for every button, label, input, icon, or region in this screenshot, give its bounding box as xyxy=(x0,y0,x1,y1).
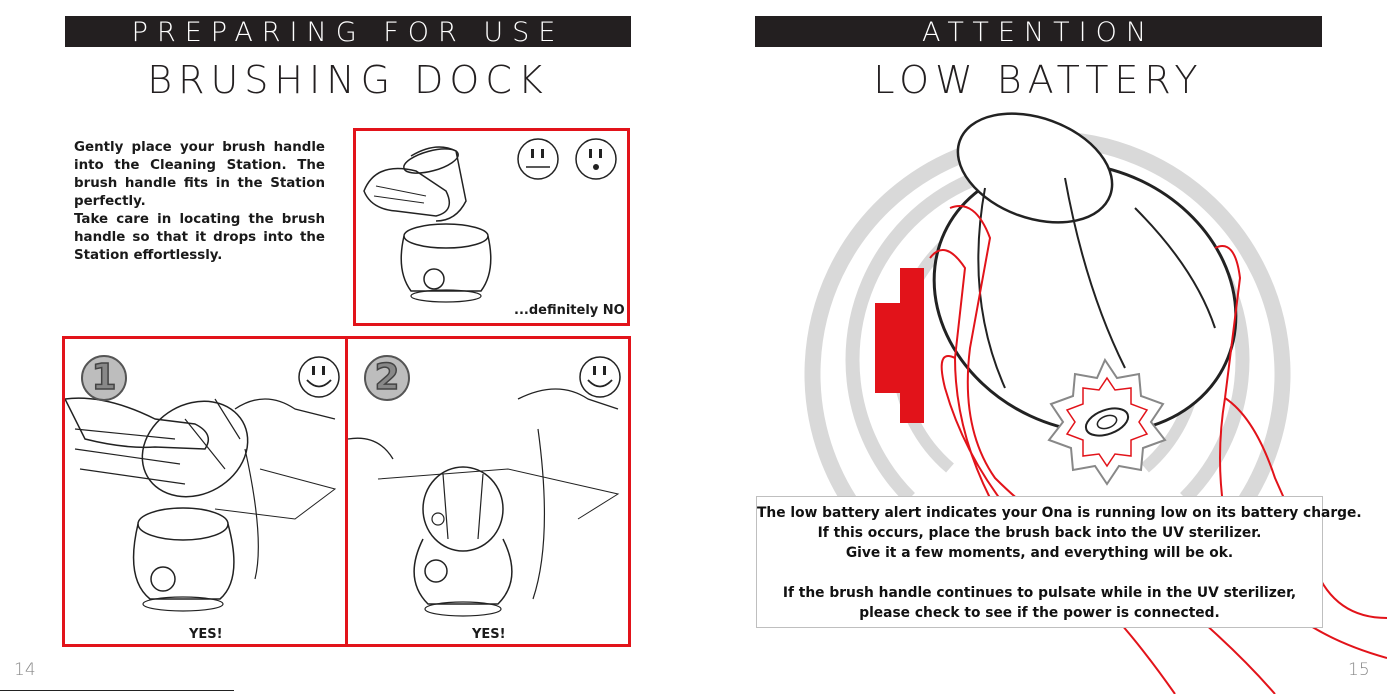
low-battery-notice: The low battery alert indicates your Ona… xyxy=(756,496,1362,628)
instruction-paragraph-2: Take care in locating the brush handle s… xyxy=(74,212,325,263)
step-1-illustration xyxy=(65,397,337,612)
page-title-left: BRUSHING DOCK xyxy=(147,58,549,102)
step-2-illustration xyxy=(348,388,620,617)
notice-line-3: Give it a few moments, and everything wi… xyxy=(845,545,1234,561)
step-2-number-badge: 2 xyxy=(364,355,410,401)
wrong-placement-panel xyxy=(353,128,630,326)
step-1-caption: YES! xyxy=(189,627,223,642)
wrong-placement-illustration xyxy=(363,146,492,303)
header-bar-left: PREPARING FOR USE xyxy=(65,16,631,48)
footnote-rule xyxy=(0,690,234,691)
low-battery-illustration xyxy=(804,112,1387,694)
shocked-face-icon xyxy=(575,138,617,180)
step-1-number-badge: 1 xyxy=(81,355,127,401)
page-number-right: 15 xyxy=(1348,660,1370,680)
page-title-right: LOW BATTERY xyxy=(873,58,1204,102)
notice-line-4: If the brush handle continues to pulsate… xyxy=(782,585,1297,601)
step-1-panel: 1 xyxy=(62,336,348,647)
notice-line-1: The low battery alert indicates your Ona… xyxy=(757,505,1362,521)
smiley-face-icon xyxy=(298,356,340,398)
notice-line-2: If this occurs, place the brush back int… xyxy=(817,525,1262,541)
page-number-left: 14 xyxy=(14,660,36,680)
step-2-panel: 2 xyxy=(345,336,631,647)
wrong-caption: ...definitely NO xyxy=(514,303,625,318)
instruction-paragraph-1: Gently place your brush handle into the … xyxy=(74,140,325,209)
header-bar-right: ATTENTION xyxy=(755,16,1322,48)
neutral-face-icon xyxy=(517,138,559,180)
notice-line-5: please check to see if the power is conn… xyxy=(859,605,1220,621)
step-2-caption: YES! xyxy=(472,627,506,642)
smiley-face-icon xyxy=(579,356,621,398)
